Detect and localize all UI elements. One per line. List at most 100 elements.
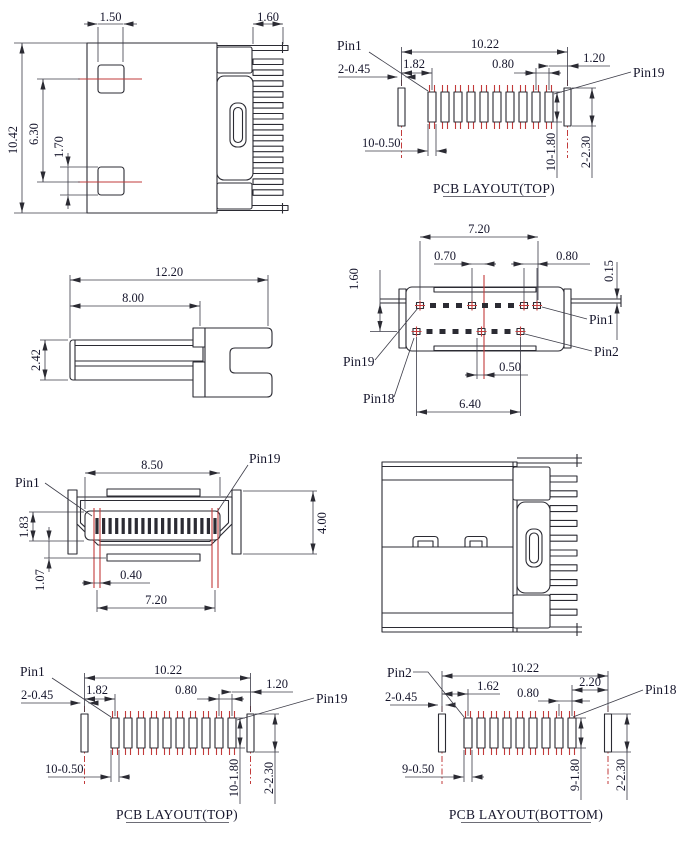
pin19-leader: [236, 697, 315, 721]
dim-signal-pad-width-label: 9-0.50: [402, 762, 434, 776]
outer-pad-right: [603, 713, 613, 753]
dim-outer-pad-width-label: 2-0.45: [338, 62, 370, 76]
dimension-center-offset: 0.70: [434, 249, 496, 301]
dim-clip-height-label: 2.42: [29, 349, 43, 371]
view-title: PCB LAYOUT(TOP): [116, 807, 238, 822]
dimension-outer-pad-length: 2-2.30: [255, 713, 279, 804]
dim-last-offset-label: 1.20: [266, 677, 288, 691]
signal-pads: [463, 717, 577, 749]
dim-outer-pad-width-label: 2-0.45: [21, 688, 53, 702]
pin19-label: Pin19: [316, 691, 348, 706]
outer-pad-left: [397, 87, 406, 127]
dim-body-height-label: 4.00: [315, 512, 329, 534]
side-view: 10.42 6.30 1.70 1.50 1.60: [6, 10, 289, 214]
outer-pad-right: [246, 713, 255, 753]
dimension-body-height: 4.00: [243, 490, 329, 555]
pin18-label: Pin18: [645, 682, 677, 697]
top-row-pads: [430, 303, 514, 308]
dim-signal-pad-width-label: 10-0.50: [45, 762, 84, 776]
dimension-signal-pad-length: 10-1.80: [227, 717, 245, 804]
pin1-label: Pin1: [15, 475, 40, 490]
dimension-body-height: 10.42: [6, 42, 87, 214]
view-title: PCB LAYOUT(TOP): [433, 181, 555, 196]
pin19-leader: [216, 464, 249, 513]
dim-latch-spacing-label: 6.30: [27, 123, 41, 145]
end-contact-markers: [93, 508, 219, 588]
pcb-layout-bottom-view: 10.22 1.62 0.80 2.20 2-0.45 9-0.50 9-1.8…: [385, 661, 677, 823]
front-view: 8.50 4.00 1.83 1.07 0.40 7.20 Pin1 Pin19: [15, 451, 329, 612]
top-pad-markers: [415, 300, 542, 311]
pin19-label: Pin19: [633, 65, 665, 80]
pin19-leader: [553, 71, 632, 95]
dimension-top-pitch: 0.80: [511, 249, 590, 301]
dimension-overall-length: 12.20: [69, 265, 269, 338]
dimension-total-span: 10.22: [401, 37, 568, 86]
notch-2: [464, 535, 488, 547]
bottom-side-view: [381, 454, 582, 636]
solder-tails: [252, 58, 284, 196]
pin19-leader: [374, 307, 419, 361]
latch-centerlines: [78, 78, 142, 183]
outer-pad-left: [80, 713, 89, 753]
dimension-last-offset: 2.20: [571, 675, 608, 716]
solder-tabs: [380, 295, 622, 307]
dimension-tab-thickness: 0.15: [602, 260, 620, 340]
dim-first-offset-label: 1.62: [477, 679, 499, 693]
dim-pitch-label: 0.80: [517, 686, 539, 700]
dim-row-spacing-label: 1.60: [347, 268, 361, 290]
solder-tails: [549, 475, 578, 616]
dimension-contact-span: 7.20: [96, 590, 216, 612]
dimension-outer-pad-width: 2-0.45: [385, 690, 456, 708]
dimension-pitch: 0.80: [492, 57, 561, 90]
dim-total-span-label: 10.22: [511, 661, 539, 675]
dim-pitch-label: 0.80: [492, 57, 514, 71]
dim-stagger-label: 0.50: [499, 360, 521, 374]
dimension-lower-height: 1.07: [33, 527, 106, 591]
bottom-pad-markers: [411, 326, 526, 337]
dimension-signal-pad-width: 10-0.50: [362, 124, 447, 156]
dim-latch-width-label: 1.50: [100, 10, 122, 24]
dim-overall-length-label: 12.20: [155, 265, 183, 279]
dim-top-pitch-label: 0.80: [556, 249, 578, 263]
dim-latch-height-label: 1.70: [52, 136, 66, 158]
pin18-leader: [393, 337, 415, 398]
dim-lower-height-label: 1.07: [33, 569, 47, 591]
dim-slot-height-label: 1.83: [17, 516, 31, 538]
dim-center-offset-label: 0.70: [434, 249, 456, 263]
pin1-leader: [51, 677, 112, 718]
dimension-row2-span: 6.40: [416, 337, 521, 416]
bottom-row-marked-pads: [412, 327, 525, 336]
dim-pitch-label: 0.80: [175, 683, 197, 697]
dimension-row1-span: 7.20: [419, 222, 539, 300]
pin1-leader: [368, 51, 429, 92]
dimension-slot-height: 1.83: [17, 511, 84, 542]
dimension-slot-width: 8.50: [84, 458, 221, 509]
dim-total-span-label: 10.22: [154, 663, 182, 677]
top-row-marked-pads: [415, 301, 542, 310]
dimension-stagger: 0.50: [465, 338, 528, 379]
dim-slot-width-label: 8.50: [141, 458, 163, 472]
dim-row2-span-label: 6.40: [459, 397, 481, 411]
dim-tab-thickness-label: 0.15: [602, 260, 616, 282]
pin19-label: Pin19: [343, 354, 375, 369]
pin2-leader: [413, 671, 465, 718]
outer-pad-left: [437, 713, 447, 753]
pin19-label: Pin19: [249, 451, 281, 466]
pin1-label: Pin1: [589, 312, 614, 327]
dimension-first-offset: 1.82: [401, 57, 433, 90]
dimension-row-spacing: 1.60: [347, 268, 397, 332]
dimension-body-length: 8.00: [70, 291, 201, 326]
dimension-signal-pad-width: 10-0.50: [45, 750, 130, 782]
dimension-signal-pad-length: 9-1.80: [568, 717, 586, 800]
dim-tail-width-label: 1.60: [257, 10, 279, 24]
dim-signal-pad-width-label: 10-0.50: [362, 136, 401, 150]
dimension-total-span: 10.22: [441, 661, 609, 712]
pcb-layout-top-view-b: 10.22 1.82 0.80 1.20 2-0.45 10-0.50 10-1…: [20, 663, 348, 823]
outer-pad-right: [563, 87, 572, 127]
dimension-last-offset: 1.20: [221, 677, 293, 695]
pin1-label: Pin1: [20, 664, 45, 679]
dimension-first-offset: 1.82: [84, 683, 116, 716]
dimension-outer-pad-width: 2-0.45: [21, 688, 99, 706]
dimension-pitch: 0.80: [517, 686, 590, 716]
